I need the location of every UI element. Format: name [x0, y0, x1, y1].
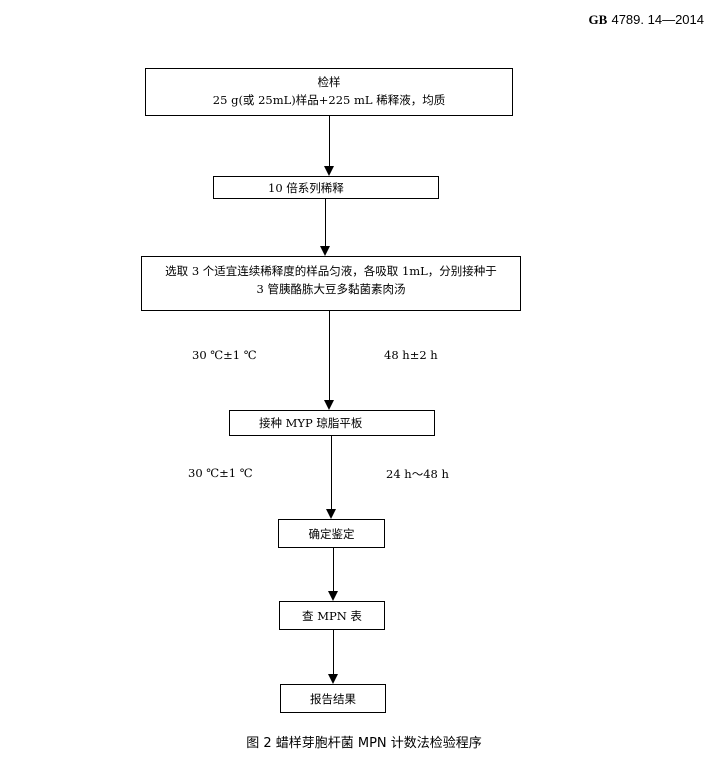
arrow-head-4 [326, 509, 336, 519]
arrow-head-2 [320, 246, 330, 256]
incubation-temp-1: 30 ℃±1 ℃ [192, 348, 257, 362]
step-report-box: 报告结果 [280, 684, 386, 713]
arrow-head-1 [324, 166, 334, 176]
step-sample-box: 检样 25 g(或 25mL)样品+225 mL 稀释液，均质 [145, 68, 513, 116]
arrow-line-6 [333, 630, 334, 675]
step-myp-plate-box: 接种 MYP 琼脂平板 [229, 410, 435, 436]
step-confirm-box: 确定鉴定 [278, 519, 385, 548]
step-report-label: 报告结果 [310, 692, 356, 706]
arrow-line-2 [325, 199, 326, 247]
figure-caption: 图 2 蜡样芽胞杆菌 MPN 计数法检验程序 [246, 736, 482, 751]
step-mpn-table-label: 查 MPN 表 [302, 609, 362, 623]
incubation-time-1: 48 h±2 h [384, 348, 438, 362]
step-dilution-label: 10 倍系列稀释 [268, 181, 344, 195]
step-inoculate-broth-line2: 3 管胰酪胨大豆多黏菌素肉汤 [256, 282, 406, 296]
step-inoculate-broth-box: 选取 3 个适宜连续稀释度的样品匀液，各吸取 1mL，分别接种于 3 管胰酪胨大… [141, 256, 521, 311]
arrow-head-5 [328, 591, 338, 601]
step-myp-plate-label: 接种 MYP 琼脂平板 [259, 416, 363, 430]
standard-code: GB [588, 12, 608, 27]
step-dilution-box: 10 倍系列稀释 [213, 176, 439, 199]
incubation-time-2: 24 h～48 h [386, 467, 449, 481]
incubation-temp-2: 30 ℃±1 ℃ [188, 466, 253, 480]
step-confirm-label: 确定鉴定 [308, 527, 355, 541]
arrow-line-3 [329, 311, 330, 401]
arrow-line-1 [329, 116, 330, 167]
step-sample-title: 检样 [317, 75, 341, 89]
step-sample-detail: 25 g(或 25mL)样品+225 mL 稀释液，均质 [212, 93, 446, 107]
arrow-head-6 [328, 674, 338, 684]
standard-number: 4789. 14—2014 [611, 12, 704, 27]
arrow-head-3 [324, 400, 334, 410]
arrow-line-5 [333, 548, 334, 592]
step-mpn-table-box: 查 MPN 表 [279, 601, 385, 630]
step-inoculate-broth-line1: 选取 3 个适宜连续稀释度的样品匀液，各吸取 1mL，分别接种于 [165, 264, 497, 278]
standard-header: GB 4789. 14—2014 [589, 12, 704, 28]
arrow-line-4 [331, 436, 332, 510]
